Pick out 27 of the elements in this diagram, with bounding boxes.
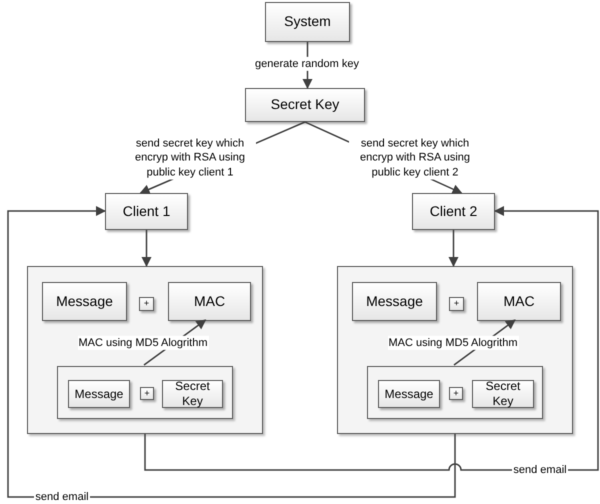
group-panel: [337, 266, 573, 434]
arrow: [7, 206, 456, 498]
process-box: Client 1: [105, 193, 188, 230]
group-panel: [367, 366, 543, 419]
arrow: [142, 230, 152, 267]
plus-sign: +: [449, 297, 464, 311]
process-box: MAC: [477, 282, 561, 321]
process-box: Secret Key: [245, 88, 365, 122]
edge-label: MAC using MD5 Alogrithm: [78, 336, 208, 350]
arrow: [144, 206, 599, 471]
group-panel: [57, 366, 233, 419]
edge-label: generate random key: [254, 56, 360, 72]
process-box: System: [265, 2, 350, 42]
process-box: Client 2: [412, 193, 495, 230]
process-box: Secret Key: [162, 380, 223, 408]
process-box: Message: [42, 282, 127, 321]
process-box: Message: [352, 282, 437, 321]
plus-sign: +: [140, 387, 154, 400]
process-box: Secret Key: [472, 380, 534, 408]
arrow: [448, 230, 458, 267]
plus-sign: +: [139, 297, 154, 311]
process-box: Message: [68, 380, 130, 408]
edge-label: MAC using MD5 Alogrithm: [388, 336, 518, 350]
process-box: Message: [378, 380, 440, 408]
group-panel: [27, 266, 263, 434]
process-box: MAC: [168, 282, 251, 321]
plus-sign: +: [449, 387, 463, 400]
